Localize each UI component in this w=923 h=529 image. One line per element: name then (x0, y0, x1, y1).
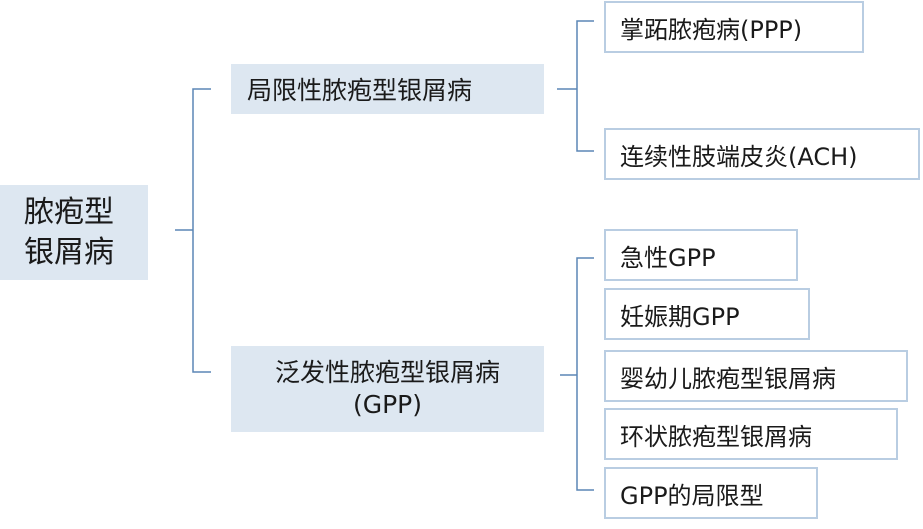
leaf-node: 妊娠期GPP (604, 288, 810, 340)
leaf-label: 妊娠期GPP (620, 302, 740, 331)
leaf-label: 环状脓疱型银屑病 (620, 422, 812, 451)
branch-node-generalized: 泛发性脓疱型银屑病 (GPP) (231, 346, 544, 432)
branch1-bracket (576, 20, 594, 152)
branch-label-line2: (GPP) (352, 390, 423, 419)
leaf-node: 环状脓疱型银屑病 (604, 408, 898, 460)
leaf-label: 连续性肢端皮炎(ACH) (620, 142, 858, 171)
leaf-label: GPP的局限型 (620, 481, 764, 510)
leaf-node: 连续性肢端皮炎(ACH) (604, 128, 920, 180)
root-label-line2: 银屑病 (24, 234, 114, 270)
leaf-node: 急性GPP (604, 229, 798, 281)
leaf-node: GPP的局限型 (604, 467, 818, 519)
branch-label: 局限性脓疱型银屑病 (247, 76, 473, 105)
root-node: 脓疱型 银屑病 (0, 185, 148, 280)
root-bracket (192, 88, 211, 373)
leaf-label: 急性GPP (620, 243, 716, 272)
root-label-line1: 脓疱型 (24, 194, 114, 230)
leaf-label: 婴幼儿脓疱型银屑病 (620, 364, 836, 393)
branch-label-line1: 泛发性脓疱型银屑病 (274, 358, 500, 387)
branch-node-localized: 局限性脓疱型银屑病 (231, 64, 544, 114)
leaf-label: 掌跖脓疱病(PPP) (620, 15, 803, 44)
leaf-node: 婴幼儿脓疱型银屑病 (604, 350, 908, 402)
branch2-bracket (576, 257, 594, 491)
leaf-node: 掌跖脓疱病(PPP) (604, 1, 864, 53)
